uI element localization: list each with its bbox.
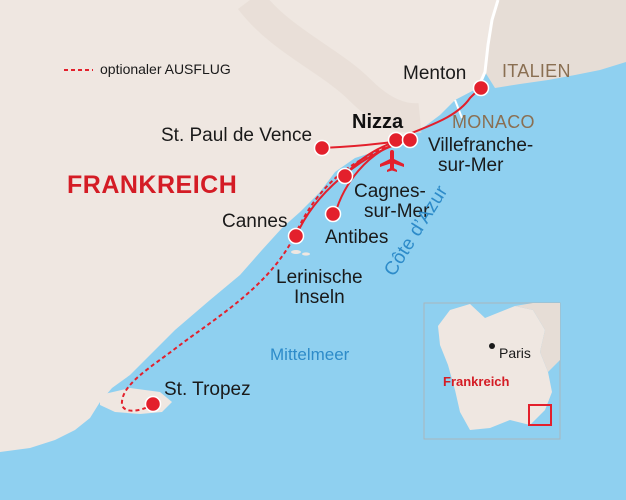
city-label-st-tropez: St. Tropez — [164, 379, 251, 400]
country-label-italy: ITALIEN — [502, 61, 571, 81]
city-label-st-paul: St. Paul de Vence — [161, 125, 313, 146]
city-label-cannes: Cannes — [222, 211, 288, 232]
location-dot-icon — [324, 205, 342, 223]
location-dot-icon — [401, 131, 419, 149]
city-label-villefranche-line1: Villefranche- — [428, 135, 534, 156]
inset-map — [423, 302, 561, 440]
border-france-italy — [476, 0, 500, 89]
city-dots — [144, 79, 490, 413]
location-dot-icon — [336, 167, 354, 185]
city-label-antibes: Antibes — [325, 227, 389, 248]
legend-label: optionaler AUSFLUG — [100, 61, 231, 77]
inset-neighbors — [515, 303, 560, 372]
location-dot-icon — [144, 395, 162, 413]
city-label-cagnes-line2: sur-Mer — [364, 200, 430, 222]
inset-highlight-box — [528, 404, 552, 426]
place-label-lerinische-inseln: Lerinische Inseln — [276, 268, 363, 308]
city-label-villefranche-line2: sur-Mer — [438, 154, 504, 176]
inset-label-paris: Paris — [499, 345, 531, 361]
location-dot-icon — [472, 79, 490, 97]
land-italy — [485, 0, 626, 88]
city-label-cagnes: Cagnes- sur-Mer — [354, 182, 429, 222]
city-label-nizza: Nizza — [352, 111, 404, 133]
island-lerins-2 — [302, 252, 310, 256]
location-dot-icon — [313, 139, 331, 157]
place-label-lerinische-line1: Lerinische — [276, 267, 363, 288]
city-label-villefranche: Villefranche- sur-Mer — [428, 136, 533, 176]
sea-label-mittelmeer: Mittelmeer — [270, 345, 350, 364]
country-label-monaco: MONACO — [452, 112, 535, 132]
island-lerins-1 — [291, 250, 301, 254]
place-label-lerinische-line2: Inseln — [293, 286, 345, 308]
inset-france-shape — [438, 304, 552, 430]
location-dot-icon — [387, 131, 405, 149]
inset-label-frankreich: Frankreich — [443, 374, 510, 389]
location-dot-icon — [287, 227, 305, 245]
city-label-cagnes-line1: Cagnes- — [354, 181, 426, 202]
inset-paris-dot — [489, 343, 495, 349]
airplane-icon — [380, 150, 404, 172]
route-optional-st-tropez — [120, 144, 393, 412]
country-label-france: FRANKREICH — [67, 171, 238, 199]
city-label-menton: Menton — [403, 63, 467, 84]
terrain-shading — [238, 0, 422, 134]
